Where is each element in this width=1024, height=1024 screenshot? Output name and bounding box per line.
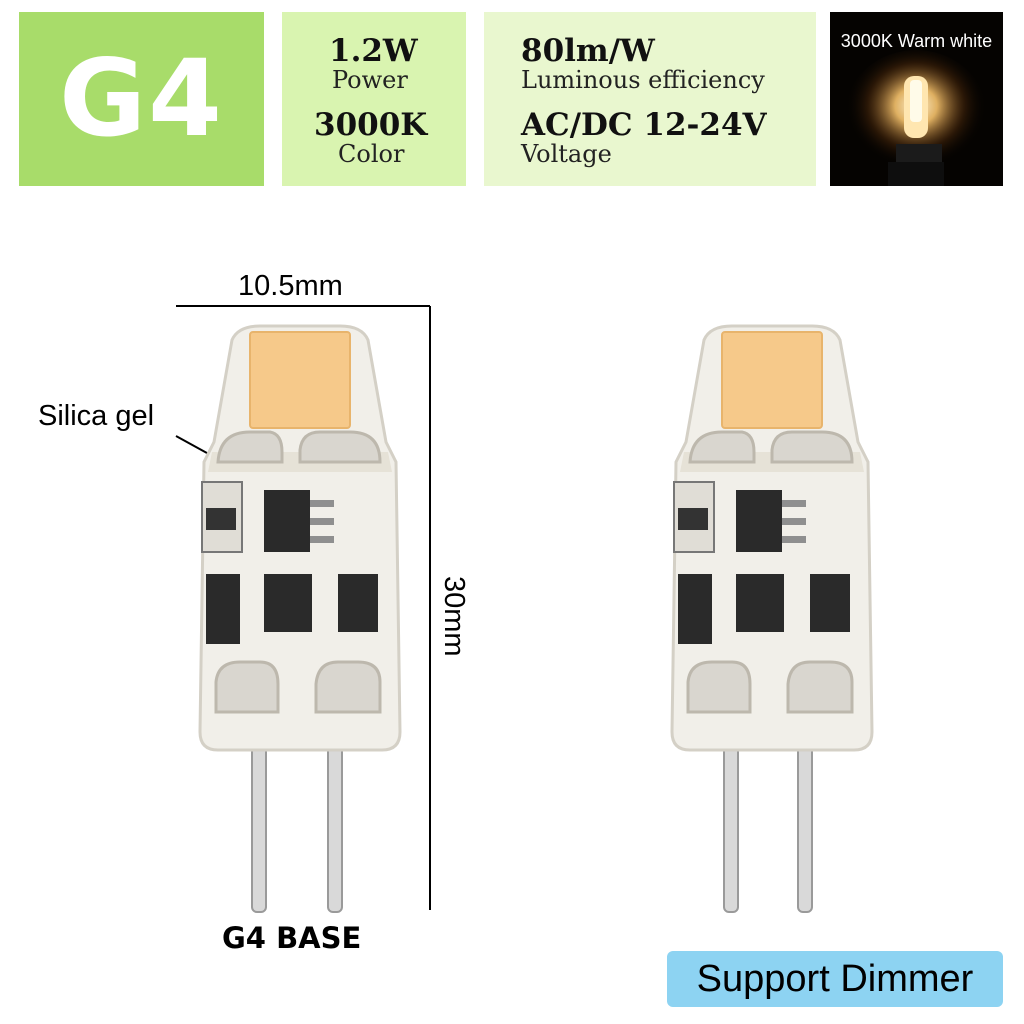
resistor (678, 508, 708, 530)
height-label: 30mm (438, 576, 470, 657)
silica-gel-label: Silica gel (38, 400, 155, 432)
base-type-title: G4 (59, 37, 224, 160)
color-value: 3000K (314, 107, 428, 143)
base-label: G4 BASE (222, 921, 362, 955)
diode-3 (810, 574, 850, 632)
diode-2 (264, 574, 312, 632)
power-label: Power (332, 66, 408, 94)
transistor (736, 490, 782, 552)
width-label: 10.5mm (238, 270, 343, 302)
support-dimmer-text: Support Dimmer (696, 957, 974, 1000)
base-type-box: G4 (19, 12, 264, 186)
pin-right (797, 731, 813, 913)
color-label: Color (338, 140, 405, 168)
diode-2 (736, 574, 784, 632)
lit-bulb-image (846, 50, 986, 186)
diode-1 (678, 574, 712, 644)
diode-1 (206, 574, 240, 644)
led-chip (250, 332, 350, 428)
bulb-left (198, 324, 402, 913)
power-color-box: 1.2W Power 3000K Color (282, 12, 466, 186)
voltage-value: AC/DC 12-24V (521, 107, 767, 143)
pin-left (723, 731, 739, 913)
efficiency-label: Luminous efficiency (521, 66, 765, 94)
voltage-label: Voltage (521, 140, 612, 168)
transistor (264, 490, 310, 552)
pin-left (251, 731, 267, 913)
support-dimmer-badge: Support Dimmer (667, 951, 1003, 1007)
efficiency-value: 80lm/W (521, 33, 655, 69)
efficiency-voltage-box: 80lm/W Luminous efficiency AC/DC 12-24V … (484, 12, 816, 186)
bulb-right (670, 324, 874, 913)
power-value: 1.2W (329, 33, 418, 69)
led-chip (722, 332, 822, 428)
photo-caption: 3000K Warm white (840, 31, 993, 51)
diode-3 (338, 574, 378, 632)
pin-right (327, 731, 343, 913)
resistor (206, 508, 236, 530)
warm-white-photo: 3000K Warm white (830, 12, 1003, 186)
